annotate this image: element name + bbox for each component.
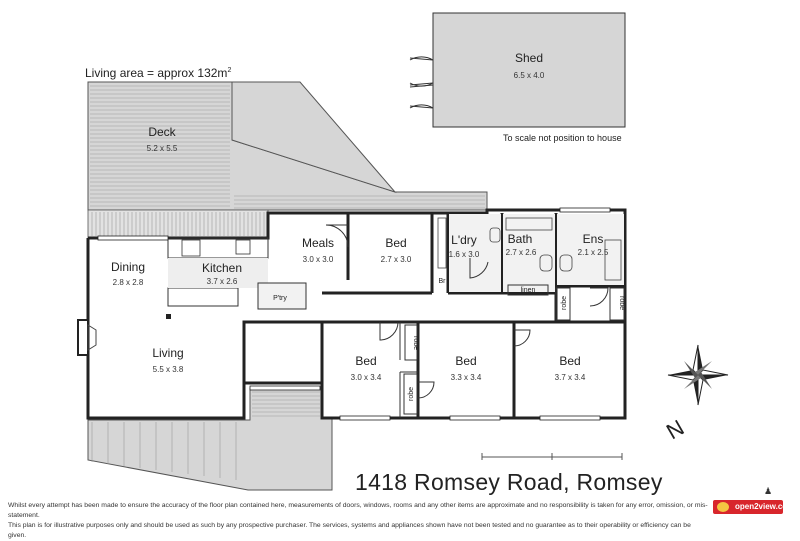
robe-3-label: robe — [412, 336, 419, 350]
bed2-label: Bed — [355, 354, 376, 368]
living-dims: 5.5 x 3.8 — [153, 365, 184, 374]
laundry-label: L'dry — [451, 233, 477, 247]
bed1-label: Bed — [385, 236, 406, 250]
living-area-label: Living area = approx 132m2 — [85, 66, 232, 80]
room-labels: Dining 2.8 x 2.8 Kitchen 3.7 x 2.6 P'try… — [111, 232, 625, 401]
laundry-dims: 1.6 x 3.0 — [449, 250, 480, 259]
open2view-logo[interactable]: open2view.com.au — [713, 500, 800, 514]
kitchen-dims: 3.7 x 2.6 — [207, 277, 238, 286]
bed4-dims: 3.7 x 3.4 — [555, 373, 586, 382]
dining-label: Dining — [111, 260, 145, 274]
bed1-dims: 2.7 x 3.0 — [381, 255, 412, 264]
shed: Shed 6.5 x 4.0 To scale not position to … — [409, 12, 626, 143]
deck-dims: 5.2 x 5.5 — [147, 144, 178, 153]
linen-label: linen — [521, 287, 536, 294]
deck-label: Deck — [148, 125, 176, 139]
robe-1-label: robe — [561, 296, 568, 310]
ens-dims: 2.1 x 2.5 — [578, 248, 609, 257]
address-title: 1418 Romsey Road, Romsey — [355, 469, 663, 495]
house-walls — [77, 207, 627, 421]
kitchen-label: Kitchen — [202, 261, 242, 275]
disclaimer: Whilst every attempt has been made to en… — [8, 501, 708, 541]
logo-text: open2view.com.au — [735, 502, 800, 511]
bed3-label: Bed — [455, 354, 476, 368]
pantry-label: P'try — [273, 295, 287, 302]
bed4-label: Bed — [559, 354, 580, 368]
robe-2-label: robe — [618, 296, 625, 310]
meals-dims: 3.0 x 3.0 — [303, 255, 334, 264]
compass-label: N — [662, 415, 688, 445]
photographer-badge-icon: ♟ — [764, 486, 773, 496]
living-label: Living — [152, 346, 183, 360]
deck-lower — [87, 387, 333, 491]
bed3-dims: 3.3 x 3.4 — [451, 373, 482, 382]
shed-label: Shed — [515, 51, 543, 65]
deck: Deck 5.2 x 5.5 — [87, 81, 488, 239]
dining-dims: 2.8 x 2.8 — [113, 278, 144, 287]
scale-bar — [481, 453, 623, 460]
shed-dims: 6.5 x 4.0 — [514, 71, 545, 80]
bath-dims: 2.7 x 2.6 — [506, 248, 537, 257]
br-label: Br — [439, 278, 447, 285]
disclaimer-line-1: Whilst every attempt has been made to en… — [8, 502, 708, 519]
disclaimer-line-2: This plan is for illustrative purposes o… — [8, 522, 691, 539]
logo-mark-icon — [717, 502, 729, 512]
shed-note: To scale not position to house — [503, 133, 622, 143]
compass-icon — [667, 344, 729, 406]
meals-label: Meals — [302, 236, 334, 250]
bath-label: Bath — [508, 232, 533, 246]
bed2-dims: 3.0 x 3.4 — [351, 373, 382, 382]
robe-4-label: robe — [408, 387, 415, 401]
ens-label: Ens — [583, 232, 604, 246]
